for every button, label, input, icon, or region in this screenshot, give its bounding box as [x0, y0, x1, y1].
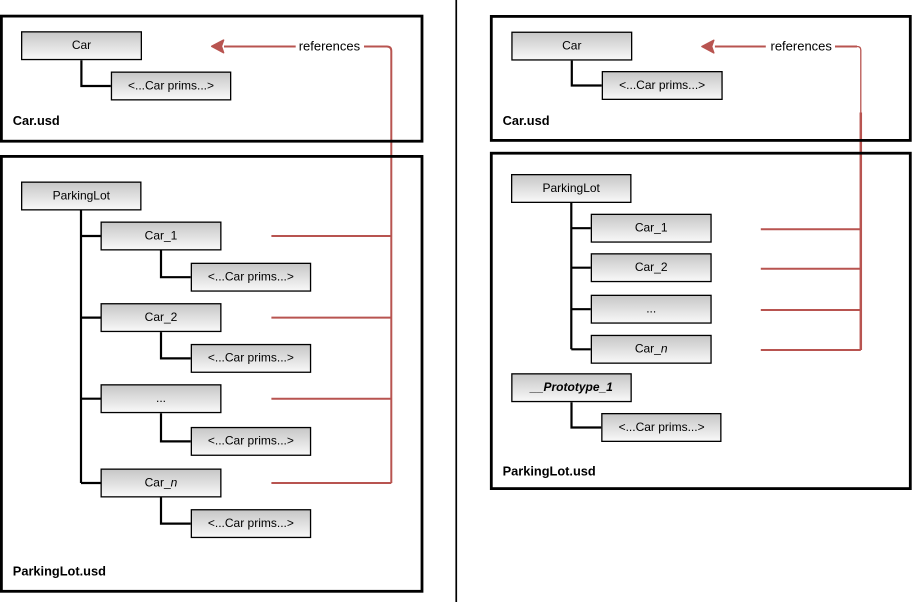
svg-text:Car_2: Car_2 [635, 260, 668, 274]
svg-text:<...Car prims...>: <...Car prims...> [619, 78, 705, 92]
svg-text:<...Car prims...>: <...Car prims...> [128, 78, 214, 92]
svg-text:Car: Car [562, 38, 581, 52]
svg-text:<...Car prims...>: <...Car prims...> [208, 434, 294, 448]
svg-text:Car_1: Car_1 [145, 228, 178, 242]
svg-text:Car_1: Car_1 [635, 221, 668, 235]
svg-text:...: ... [156, 391, 166, 405]
svg-text:ParkingLot.usd: ParkingLot.usd [503, 463, 596, 478]
svg-text:ParkingLot.usd: ParkingLot.usd [13, 563, 106, 578]
svg-text:Car_n: Car_n [635, 342, 668, 356]
svg-text:Car_2: Car_2 [145, 310, 178, 324]
svg-text:<...Car prims...>: <...Car prims...> [208, 351, 294, 365]
svg-text:<...Car prims...>: <...Car prims...> [208, 270, 294, 284]
svg-text:Car.usd: Car.usd [503, 113, 550, 128]
svg-text:<...Car prims...>: <...Car prims...> [619, 420, 705, 434]
svg-text:Car.usd: Car.usd [13, 113, 60, 128]
svg-text:ParkingLot: ParkingLot [543, 181, 601, 195]
svg-text:ParkingLot: ParkingLot [53, 188, 111, 202]
svg-text:__Prototype_1: __Prototype_1 [529, 380, 613, 394]
svg-text:...: ... [646, 302, 656, 316]
svg-text:<...Car prims...>: <...Car prims...> [208, 516, 294, 530]
svg-text:references: references [299, 38, 361, 53]
svg-text:Car_n: Car_n [145, 475, 178, 489]
svg-text:Car: Car [72, 38, 91, 52]
svg-text:references: references [770, 38, 832, 53]
